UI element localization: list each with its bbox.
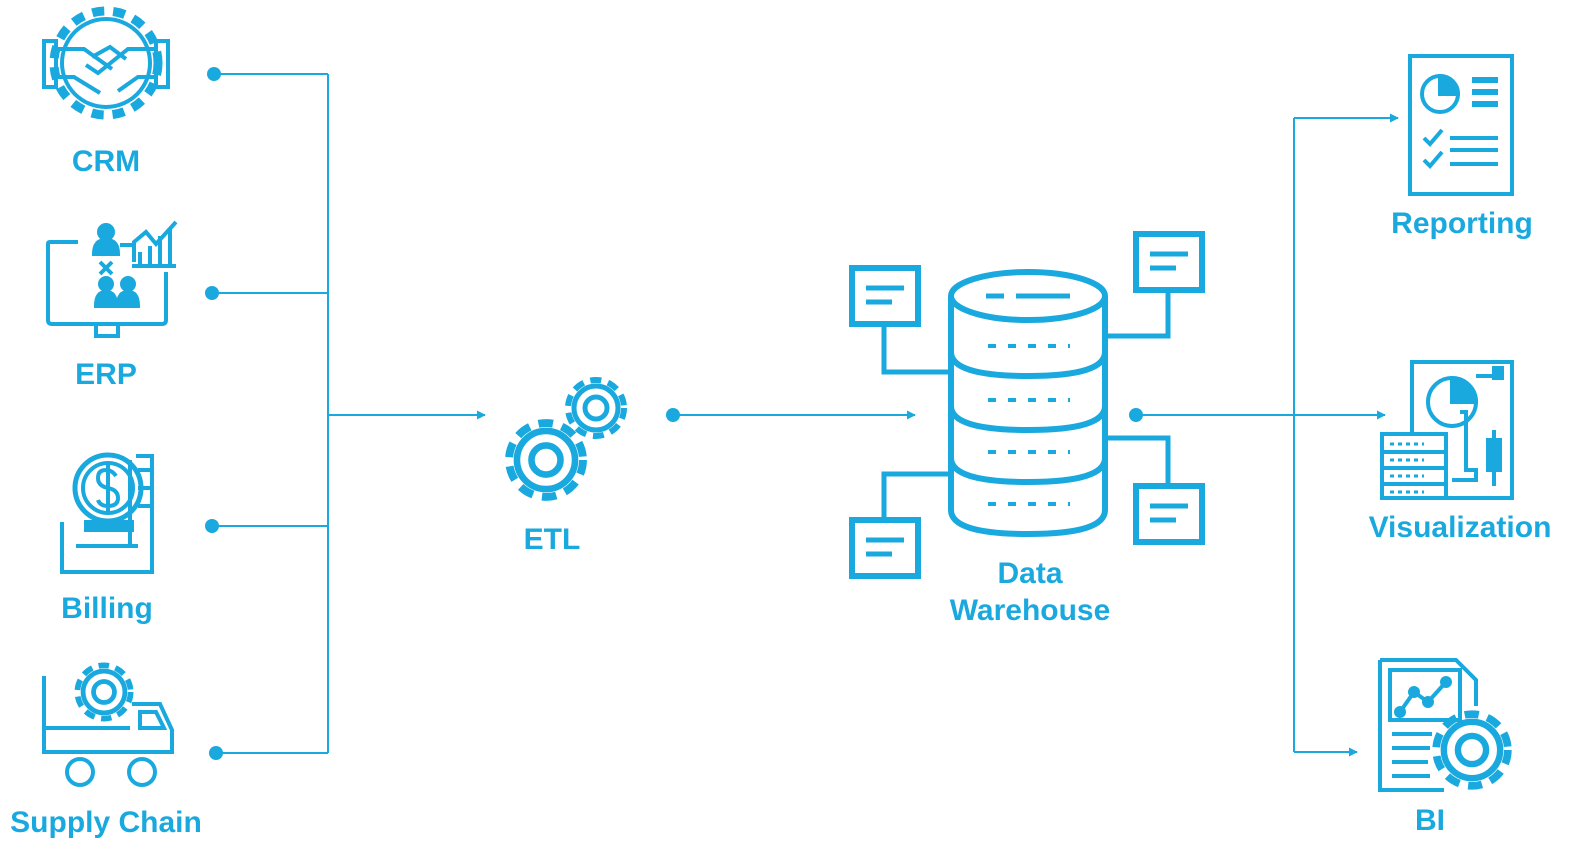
etl-label: ETL — [524, 523, 581, 556]
output-connectors — [1136, 113, 1399, 757]
source-label-erp: ERP — [75, 358, 137, 391]
output-visualization: Visualization — [1369, 360, 1552, 544]
invoice-dollar-icon — [60, 452, 154, 574]
chart-document-gear-icon — [1378, 658, 1508, 792]
output-label-reporting: Reporting — [1391, 207, 1533, 240]
database-icon — [849, 231, 1205, 579]
output-bi: BI — [1378, 658, 1508, 837]
source-erp: ERP — [46, 220, 178, 391]
warehouse-label-line1: Data — [997, 557, 1062, 590]
dashboard-server-icon — [1380, 360, 1514, 500]
source-label-crm: CRM — [72, 145, 140, 178]
output-label-visualization: Visualization — [1369, 511, 1552, 544]
output-label-bi: BI — [1415, 804, 1445, 837]
connectors — [205, 67, 1399, 760]
etl-node: ETL — [509, 380, 624, 556]
warehouse-label-line2: Warehouse — [950, 594, 1111, 627]
source-connectors — [205, 67, 329, 760]
gears-icon — [509, 380, 624, 497]
source-crm: CRM — [42, 6, 170, 178]
source-label-billing: Billing — [61, 592, 153, 625]
source-supply-chain: Supply Chain — [10, 665, 202, 839]
report-document-icon — [1408, 54, 1514, 196]
source-billing: Billing — [60, 452, 154, 625]
handshake-gear-icon — [42, 6, 170, 120]
monitor-org-chart-icon — [46, 220, 178, 338]
truck-gear-icon — [42, 665, 174, 787]
warehouse-node: Data Warehouse — [849, 231, 1205, 627]
source-label-supply-chain: Supply Chain — [10, 806, 202, 839]
output-reporting: Reporting — [1391, 54, 1533, 240]
